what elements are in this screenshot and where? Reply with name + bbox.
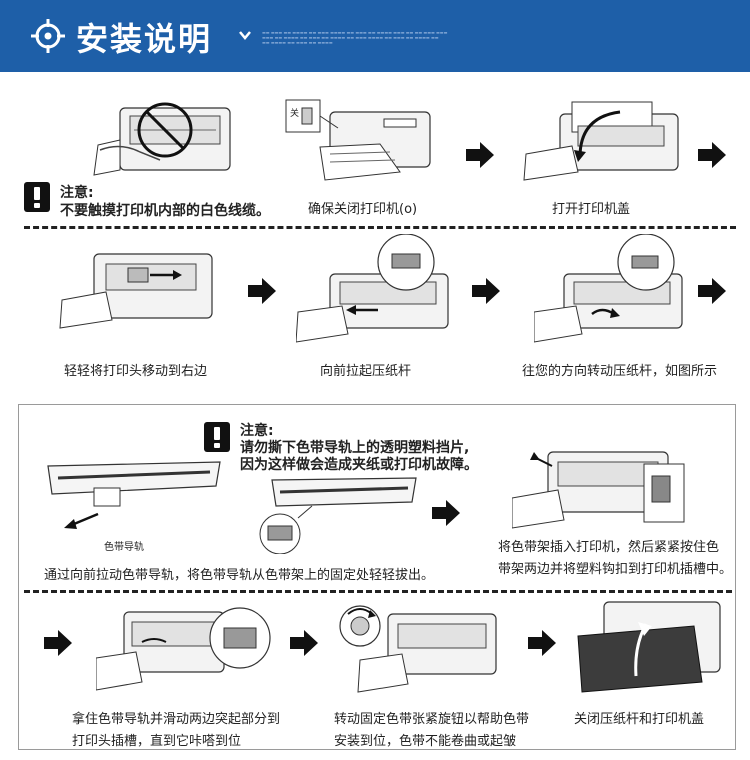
section-divider bbox=[24, 226, 736, 229]
printer-illustration-pull-lever bbox=[296, 234, 449, 343]
ribbon-guide-label: 色带导轨 bbox=[104, 542, 144, 553]
step-caption: 带架两边并将塑料钩扣到打印机插槽中。 bbox=[498, 562, 733, 577]
arrow-right-icon bbox=[472, 278, 500, 304]
arrow-right-icon bbox=[698, 278, 726, 304]
arrow-right-icon bbox=[290, 630, 318, 656]
step-caption: 往您的方向转动压纸杆，如图所示 bbox=[522, 364, 718, 379]
arrow-right-icon bbox=[248, 278, 276, 304]
printer-illustration-slide-guide bbox=[96, 607, 271, 691]
printer-illustration-power bbox=[285, 99, 431, 181]
step-caption: 拿住色带导轨并滑动两边突起部分到 bbox=[72, 712, 281, 727]
printer-illustration-insert-ribbon bbox=[512, 451, 685, 529]
power-switch-label: 关 bbox=[290, 109, 300, 119]
printer-illustration-open-cover bbox=[523, 101, 679, 181]
warning-icon bbox=[204, 422, 230, 452]
page-title: 安装说明 bbox=[76, 20, 213, 58]
printer-illustration-close-cover bbox=[577, 601, 721, 693]
warning-icon bbox=[24, 182, 50, 212]
step-caption: 轻轻将打印头移动到右边 bbox=[64, 364, 208, 379]
chevron-down-icon bbox=[239, 31, 251, 40]
step-caption: 转动固定色带张紧旋钮以帮助色带 bbox=[334, 712, 530, 727]
step-caption: 将色带架插入打印机，然后紧紧按住色 bbox=[498, 540, 720, 555]
printer-illustration-no-touch bbox=[93, 102, 231, 176]
step-caption: 通过向前拉动色带导轨，将色带导轨从色带架上的固定处轻轻拔出。 bbox=[44, 568, 435, 583]
printer-illustration-rotate-lever bbox=[534, 234, 683, 343]
printer-illustration-move-head bbox=[59, 253, 213, 329]
step-caption: 确保关闭打印机(o) bbox=[308, 202, 418, 217]
step-caption: 打开打印机盖 bbox=[552, 202, 631, 217]
ribbon-cartridge-illustration bbox=[47, 461, 221, 529]
ribbon-guide-illustration bbox=[259, 477, 417, 554]
step-caption: 安装到位，色带不能卷曲或起皱 bbox=[334, 734, 517, 749]
arrow-right-icon bbox=[44, 630, 72, 656]
arrow-right-icon bbox=[466, 142, 494, 168]
arrow-right-icon bbox=[528, 630, 556, 656]
arrow-right-icon bbox=[432, 500, 460, 526]
printer-illustration-tension-knob bbox=[339, 605, 497, 693]
section-divider bbox=[24, 590, 732, 593]
arrow-right-icon bbox=[698, 142, 726, 168]
step-caption: 关闭压纸杆和打印机盖 bbox=[574, 712, 705, 727]
step-caption: 打印头插槽，直到它咔嗒到位 bbox=[72, 734, 242, 749]
crosshair-icon bbox=[31, 19, 65, 53]
header-banner: 安装说明 ▬▬ ▬▬▬ ▬▬ ▬▬▬▬ ▬▬ ▬▬▬ ▬▬▬▬ ▬▬ ▬▬▬ ▬… bbox=[0, 0, 750, 72]
decorative-text-lines: ▬▬ ▬▬▬ ▬▬ ▬▬▬▬ ▬▬ ▬▬▬ ▬▬▬▬ ▬▬ ▬▬▬ ▬▬ ▬▬▬… bbox=[262, 30, 448, 45]
step-caption: 向前拉起压纸杆 bbox=[320, 364, 412, 379]
